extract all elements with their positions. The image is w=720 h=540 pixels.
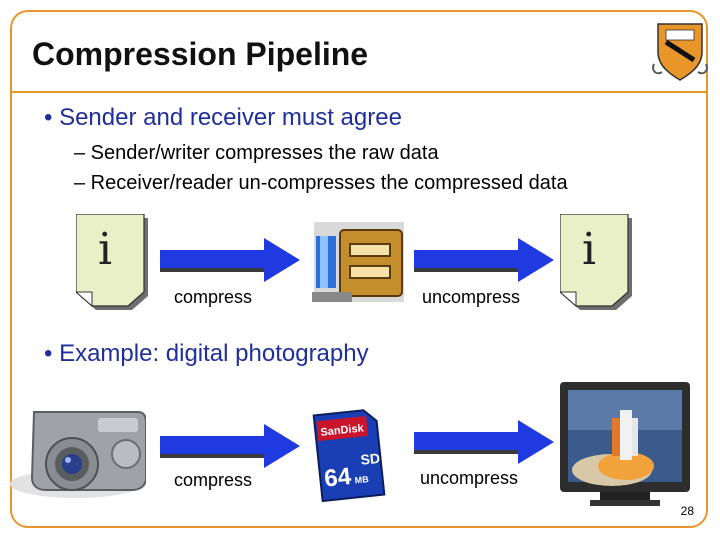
slide-frame <box>10 10 708 528</box>
card-uncompress-label: uncompress <box>420 468 519 488</box>
camera-compress-label: compress <box>174 470 253 490</box>
uncompress-arrow <box>414 238 554 282</box>
compressor-vise-icon <box>312 222 404 302</box>
compress-arrow <box>160 238 300 282</box>
digital-camera-icon <box>10 411 146 498</box>
compress-label: compress <box>174 287 253 307</box>
svg-text:i: i <box>582 224 596 275</box>
uncompress-label: uncompress <box>422 287 521 307</box>
sub-bullet-sender: – Sender/writer compresses the raw data <box>74 142 439 164</box>
slide-title: Compression Pipeline <box>32 36 369 72</box>
page-number: 28 <box>680 504 694 518</box>
output-document-icon: i <box>560 214 632 310</box>
sd-brand-text: SanDisk <box>320 422 365 439</box>
monitor-shuttle-launch-image <box>560 382 690 506</box>
title-divider <box>12 91 706 93</box>
camera-compress-arrow <box>160 424 300 468</box>
sd-logo-text: SD <box>360 450 381 468</box>
bullet-sender-receiver: • Sender and receiver must agree <box>44 104 402 131</box>
card-uncompress-arrow <box>414 420 554 464</box>
sub-bullet-receiver: – Receiver/reader un-compresses the comp… <box>74 172 568 194</box>
sd-capacity-text: 64 <box>323 463 353 493</box>
sd-card-icon: SanDisk 64 MB SD <box>312 409 386 503</box>
university-shield-icon <box>652 23 708 81</box>
svg-text:i: i <box>98 224 112 275</box>
bullet-example: • Example: digital photography <box>44 340 369 367</box>
raw-document-icon: i <box>76 214 148 310</box>
sd-unit-text: MB <box>354 474 369 485</box>
